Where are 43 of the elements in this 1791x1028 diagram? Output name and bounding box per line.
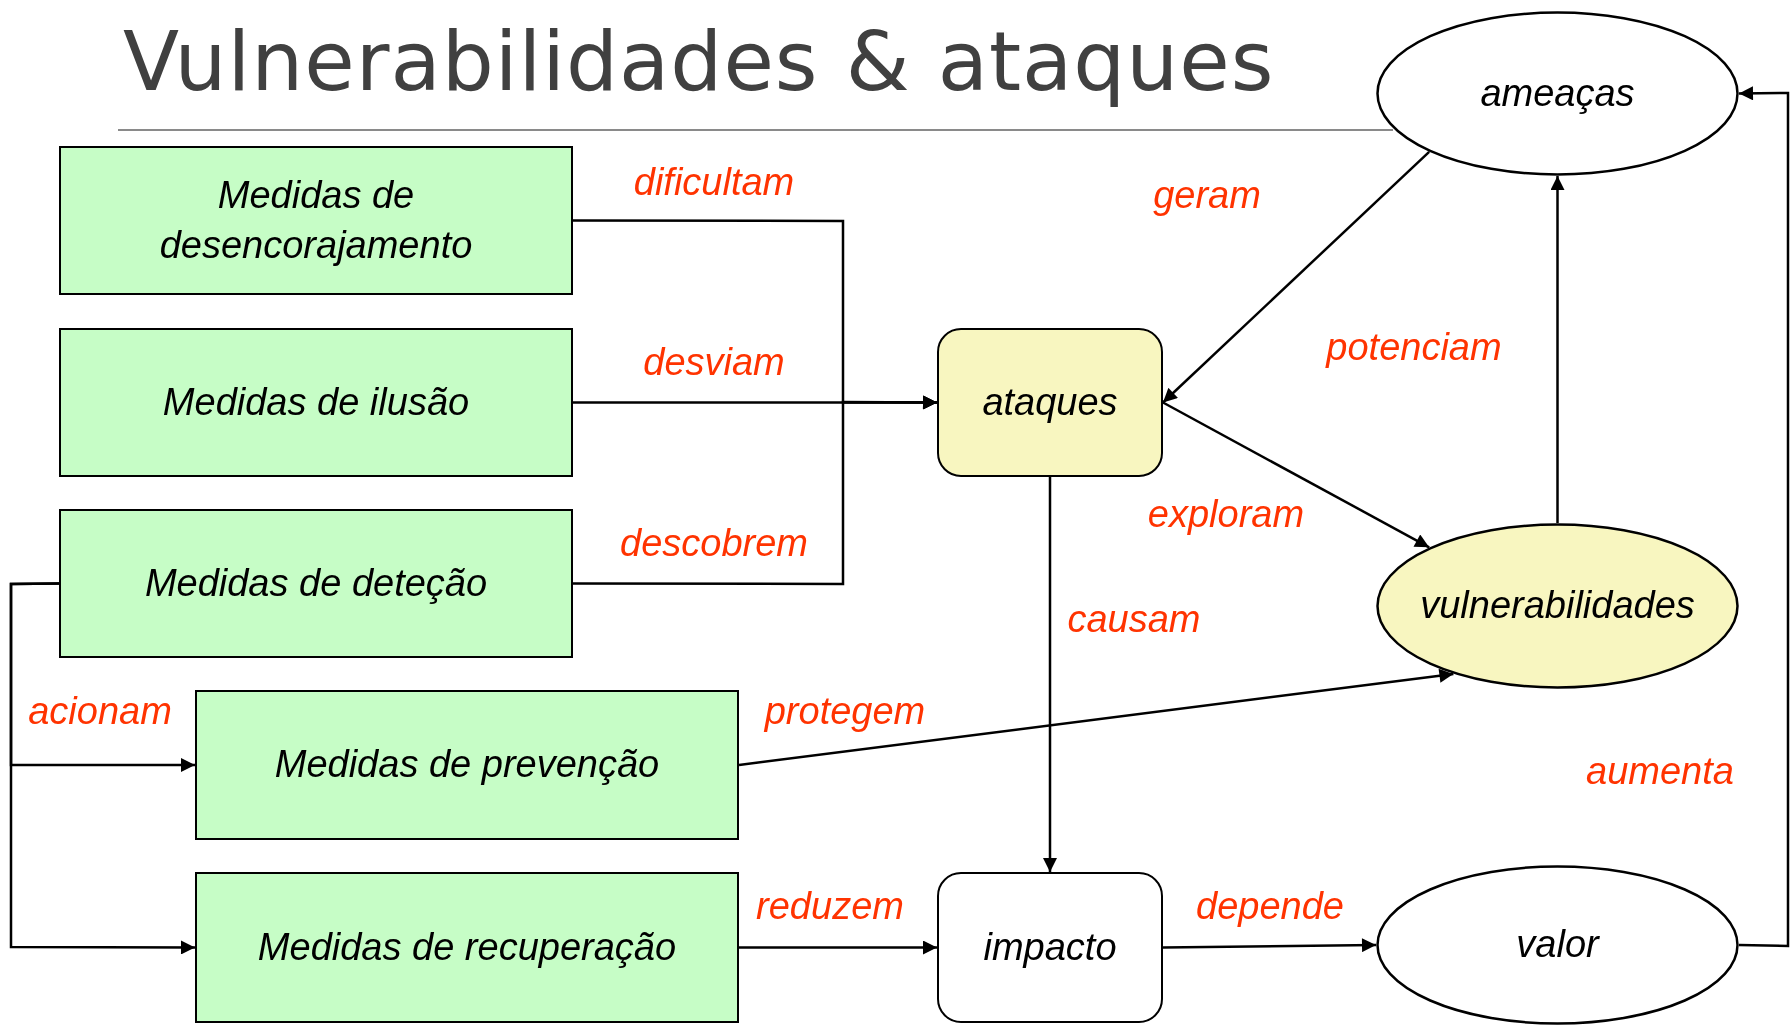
edge-label: acionam <box>28 691 172 733</box>
node-label: ataques <box>982 379 1118 425</box>
node-label: ameaças <box>1480 70 1635 116</box>
measure-box <box>195 872 739 1023</box>
edge-label: causam <box>1067 599 1201 641</box>
arrow <box>9 582 195 955</box>
arrow <box>1162 150 1430 404</box>
rounded-box <box>937 328 1163 477</box>
edge-label: dificultam <box>633 162 795 204</box>
ellipse-node <box>1376 865 1739 1025</box>
measure-box <box>59 146 573 295</box>
node-label: vulnerabilidades <box>1420 583 1695 629</box>
edge-label: descobrem <box>620 523 808 565</box>
arrow <box>1163 938 1376 953</box>
edge-label: protegem <box>764 691 926 733</box>
arrow <box>1043 477 1057 872</box>
slide-title: Vulnerabilidades & ataques <box>123 14 1275 109</box>
edge-label: geram <box>1153 175 1261 217</box>
node-label: Medidas de ilusão <box>162 379 470 425</box>
measure-box <box>59 328 573 477</box>
edge-label: reduzem <box>756 886 904 928</box>
edge-label: depende <box>1196 886 1344 928</box>
node-label: valor <box>1516 922 1599 968</box>
node-label: Medidas de prevenção <box>274 742 660 788</box>
node-label: Medidas de desencorajamento <box>158 173 474 268</box>
edge-label: desviam <box>643 342 785 384</box>
arrow <box>1162 401 1430 549</box>
ellipse-node <box>1376 523 1739 689</box>
arrow <box>573 395 937 586</box>
arrow <box>1738 86 1790 948</box>
arrow <box>738 668 1454 767</box>
edge-label: potenciam <box>1326 327 1502 369</box>
edge-label: exploram <box>1147 494 1305 536</box>
edge-label: aumenta <box>1586 751 1734 793</box>
node-label: Medidas de deteção <box>144 560 488 606</box>
rounded-box <box>937 872 1163 1023</box>
node-label: impacto <box>983 924 1117 970</box>
measure-box <box>59 509 573 658</box>
ellipse-node <box>1376 11 1739 176</box>
arrow <box>1550 176 1565 523</box>
node-label: Medidas de recuperação <box>257 924 677 970</box>
measure-box <box>195 690 739 840</box>
arrow <box>739 940 937 955</box>
